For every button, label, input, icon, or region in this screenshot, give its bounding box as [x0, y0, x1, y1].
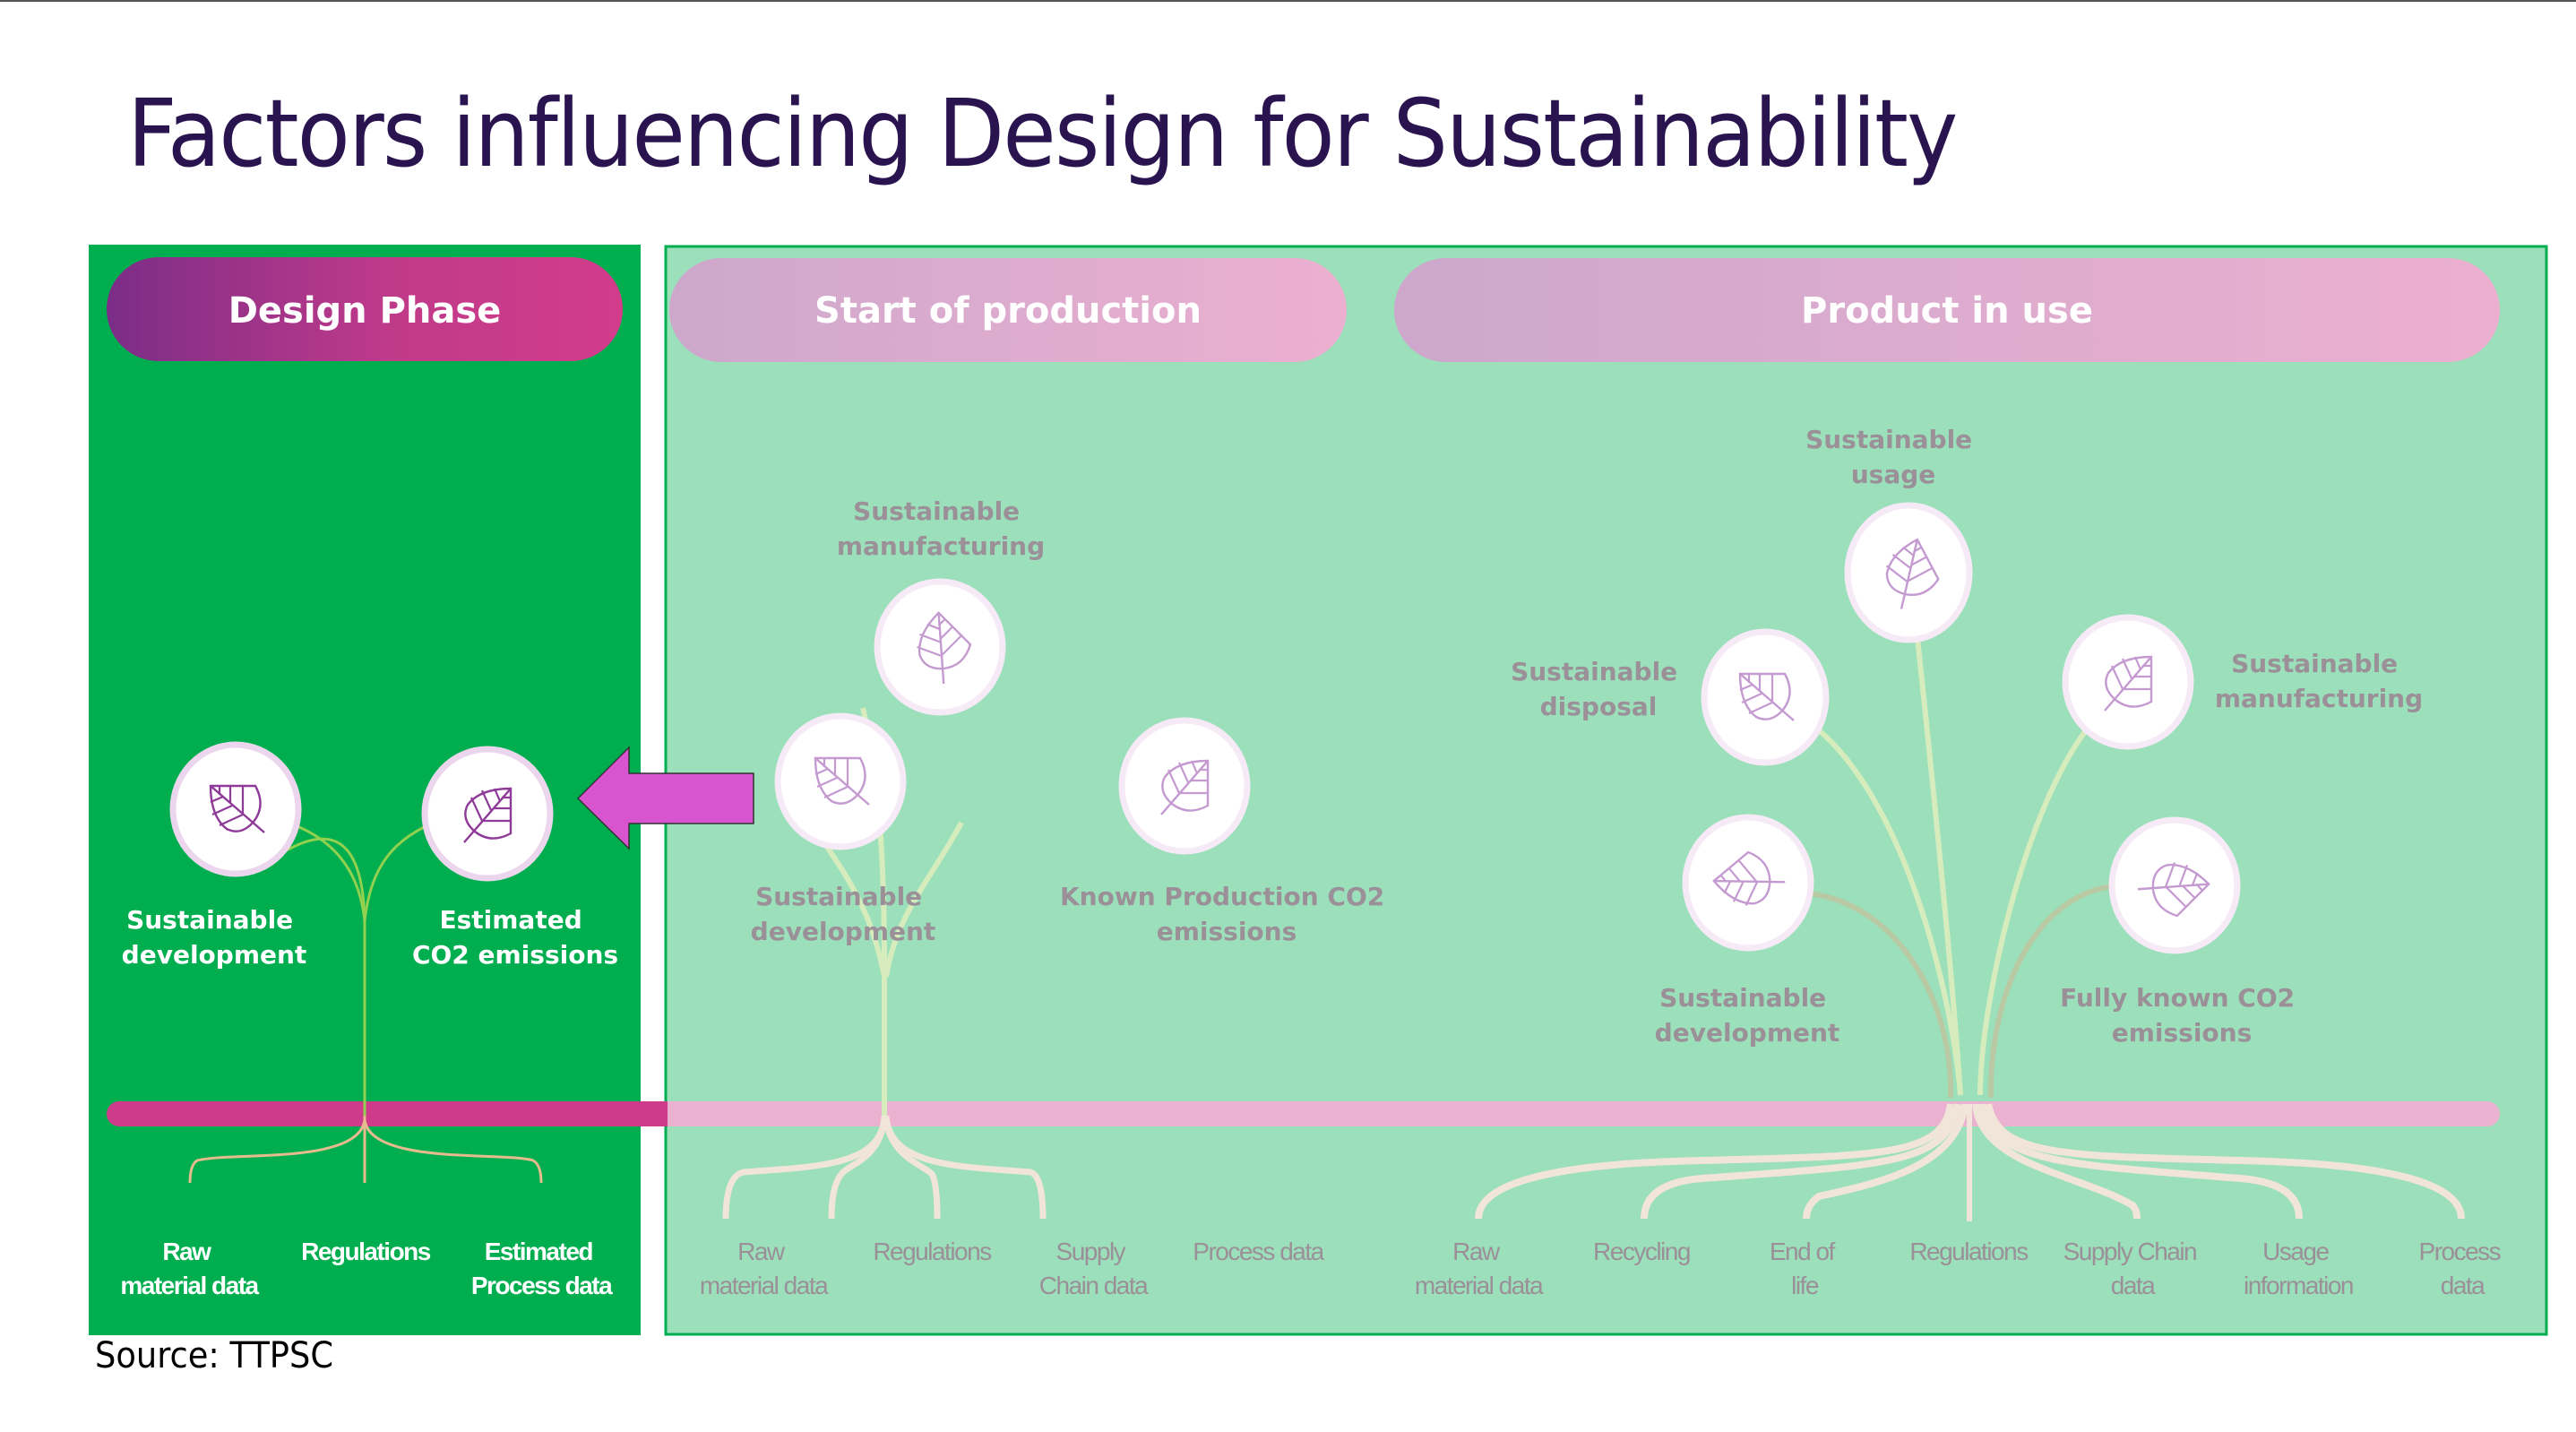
factor-node: [774, 712, 907, 850]
phase-pill-start-of-production: Start of production: [669, 258, 1347, 362]
factor-label: Sustainable manufacturing: [837, 496, 1045, 561]
phase-pill-product-in-use: Product in use: [1394, 258, 2500, 362]
data-source-label: Raw material data: [1415, 1238, 1544, 1299]
stem: [883, 821, 964, 978]
root: [188, 1119, 366, 1184]
factor-node: [874, 578, 1006, 716]
factor-node: [1118, 717, 1251, 855]
factor-node: [2108, 816, 2241, 954]
page-title: Factors influencing Design for Sustainab…: [127, 79, 1958, 188]
data-source-label: Raw material data: [700, 1238, 829, 1299]
data-source-label: Regulations: [301, 1238, 431, 1265]
data-source-label: Supply Chain data: [1039, 1238, 1149, 1299]
timeline-bar-design: [107, 1101, 680, 1126]
data-source-label: End of life: [1770, 1238, 1839, 1299]
data-source-label: Raw material data: [120, 1238, 259, 1299]
timeline-bar-join: [668, 1101, 694, 1126]
root: [1475, 1103, 1954, 1220]
source-caption: Source: TTPSC: [95, 1335, 334, 1376]
product-in-use-plant: Sustainable usage Sustainable disposal S…: [1415, 425, 2506, 1299]
factor-label: Sustainable development: [1655, 983, 1840, 1048]
stem: [1809, 891, 1954, 1099]
design-plant: Sustainable development Estimated CO2 em…: [120, 741, 618, 1299]
factor-label: Sustainable usage: [1805, 425, 1981, 489]
stem: [1977, 724, 2092, 1096]
arrow-left-icon: [576, 746, 754, 850]
factor-node: [1844, 502, 1973, 643]
factor-node: [1682, 814, 1814, 952]
factor-node: [1701, 628, 1830, 766]
later-phases-panel: [664, 245, 2548, 1336]
phase-label-start-of-production: Start of production: [814, 290, 1202, 332]
root: [1985, 1103, 2465, 1220]
factor-label: Sustainable development: [751, 882, 936, 946]
stem: [1987, 884, 2114, 1099]
root: [828, 1119, 888, 1220]
data-source-label: Recycling: [1593, 1238, 1690, 1265]
factor-label: Sustainable disposal: [1511, 657, 1686, 721]
timeline-bar-later: [668, 1101, 2500, 1126]
data-source-label: Regulations: [873, 1238, 991, 1265]
phase-label-design: Design Phase: [228, 290, 502, 332]
phase-label-product-in-use: Product in use: [1801, 290, 2093, 332]
factor-label: Sustainable development: [122, 905, 307, 970]
root: [883, 1115, 1047, 1220]
root: [363, 1119, 543, 1184]
factor-label: Sustainable manufacturing: [2215, 649, 2423, 713]
stem: [1817, 728, 1963, 1096]
factor-label: Known Production CO2 emissions: [1060, 882, 1393, 946]
factor-label: Fully known CO2 emissions: [2060, 983, 2304, 1048]
phase-pill-design: Design Phase: [107, 257, 623, 361]
root: [1641, 1103, 1961, 1220]
data-source-label: Regulations: [1909, 1238, 2028, 1265]
start-of-production-plant: Sustainable manufacturing Sustainable de…: [700, 496, 1393, 1299]
root: [1978, 1103, 2303, 1220]
factor-node: [421, 746, 554, 882]
data-source-label: Supply Chain data: [2063, 1238, 2202, 1299]
data-source-label: Usage information: [2244, 1238, 2353, 1299]
data-source-label: Estimated Process data: [471, 1238, 613, 1299]
data-source-label: Process data: [2419, 1238, 2506, 1299]
factor-node: [169, 741, 302, 877]
factor-label: Estimated CO2 emissions: [412, 905, 618, 970]
root: [1803, 1103, 1969, 1220]
data-source-label: Process data: [1193, 1238, 1324, 1265]
top-border: [0, 0, 2576, 2]
factor-node: [2062, 614, 2194, 750]
root: [1972, 1103, 2141, 1220]
